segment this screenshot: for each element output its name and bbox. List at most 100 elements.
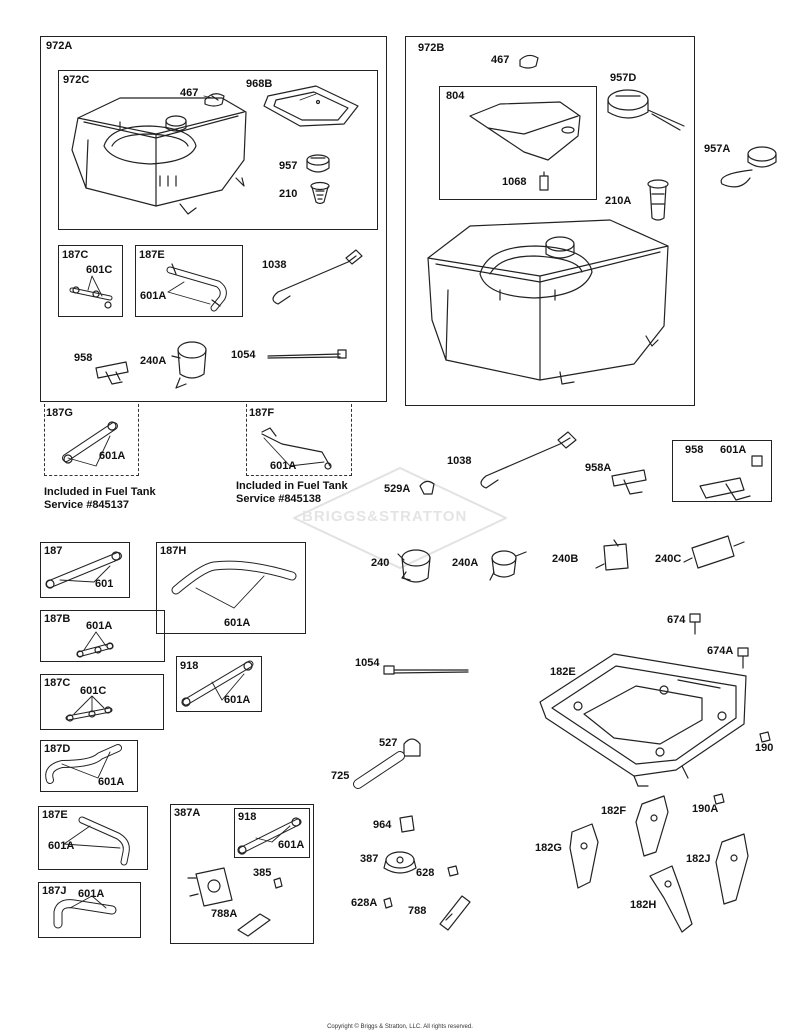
part-label-240b: 240B: [552, 553, 579, 565]
part-label-628: 628: [416, 867, 435, 879]
part-label-240a: 240A: [452, 557, 479, 569]
part-label-467b: 467: [491, 54, 510, 66]
group-label-187e-top: 187E: [139, 249, 165, 261]
group-box-972a: [40, 36, 387, 402]
part-label-240c: 240C: [655, 553, 682, 565]
group-label-187f: 187F: [249, 407, 275, 419]
line-187f-drawing: [262, 428, 331, 469]
group-box-918: [176, 656, 262, 712]
copyright-text: Copyright © Briggs & Stratton, LLC. All …: [327, 1024, 473, 1030]
group-label-187b: 187B: [44, 613, 71, 625]
line-187j-drawing: [58, 904, 112, 924]
group-box-187c: [40, 674, 164, 730]
line-187e-top-drawing: [170, 264, 223, 308]
bracket-182h-drawing: [650, 866, 692, 932]
note-line-1: Included in Fuel Tank: [44, 486, 156, 498]
group-label-958: 958: [685, 444, 704, 456]
rod-1038b-drawing: [481, 432, 576, 488]
group-box-187d: [40, 740, 138, 792]
bolt-674a-drawing: [738, 648, 748, 668]
line-187c-top-drawing: [72, 287, 111, 308]
part-label-601-187: 601: [95, 578, 114, 590]
group-label-387a: 387A: [174, 807, 201, 819]
part-label-788a: 788A: [211, 908, 238, 920]
group-label-918: 918: [180, 660, 199, 672]
group-box-187b: [40, 610, 165, 662]
part-label-674: 674: [667, 614, 686, 626]
valve-958a-drawing: [612, 470, 646, 494]
part-label-601a-958: 601A: [720, 444, 747, 456]
bolt-674-drawing: [690, 614, 700, 634]
part-label-958a: 958A: [585, 462, 612, 474]
part-label-968b: 968B: [246, 78, 273, 90]
note-line-2: Service #845137: [44, 499, 130, 511]
group-box-972b: [405, 36, 695, 406]
fuel-cap-467a-drawing: [205, 94, 224, 106]
part-label-601a-187h: 601A: [224, 617, 251, 629]
group-box-187e-top: [135, 245, 243, 317]
group-label-972a: 972A: [46, 40, 73, 52]
part-label-601c-top: 601C: [86, 264, 113, 276]
group-label-187g: 187G: [46, 407, 73, 419]
line-187b-drawing: [77, 643, 113, 657]
note-fuel-tank-845138: Included in Fuel Tank Service #845138: [236, 480, 348, 506]
group-box-187g: [44, 404, 139, 476]
bolt-190a-drawing: [714, 794, 724, 804]
group-box-387a: [170, 804, 314, 944]
part-label-240a-top: 240A: [140, 355, 167, 367]
part-label-527: 527: [379, 737, 398, 749]
bracket-788-drawing: [440, 896, 470, 930]
part-label-601a-918b: 601A: [278, 839, 305, 851]
filter-240c-drawing: [684, 536, 744, 568]
fuel-tank-972b-drawing: [428, 220, 668, 384]
part-label-182g: 182G: [535, 842, 562, 854]
part-label-674a: 674A: [707, 645, 734, 657]
part-label-788: 788: [408, 905, 427, 917]
part-label-240: 240: [371, 557, 390, 569]
group-box-918b: [234, 808, 310, 858]
part-label-725: 725: [331, 770, 350, 782]
bracket-182g-drawing: [570, 824, 598, 888]
part-label-601a-918: 601A: [224, 694, 251, 706]
rod-1038a-drawing: [273, 250, 362, 304]
valve-958-box-drawing: [700, 456, 762, 500]
group-label-187h: 187H: [160, 545, 187, 557]
group-box-972c: [58, 70, 378, 230]
note-fuel-tank-845137: Included in Fuel Tank Service #845137: [44, 486, 156, 512]
part-label-601a-187b: 601A: [86, 620, 113, 632]
part-label-957a: 957A: [704, 143, 731, 155]
gasket-968b-drawing: [264, 86, 358, 126]
part-label-190a: 190A: [692, 803, 719, 815]
group-box-187j: [38, 882, 141, 938]
filter-240a-drawing: [490, 551, 526, 580]
line-187c-drawing: [67, 707, 111, 721]
bracket-182f-drawing: [636, 796, 668, 856]
part-label-1054a: 1054: [231, 349, 256, 361]
group-box-804: [439, 86, 597, 200]
part-label-182h: 182H: [630, 899, 657, 911]
line-187-drawing: [46, 552, 120, 588]
part-label-601a-187f: 601A: [270, 460, 297, 472]
part-label-601a-187e: 601A: [48, 840, 75, 852]
part-label-957d: 957D: [610, 72, 637, 84]
group-label-187d: 187D: [44, 743, 71, 755]
group-label-187: 187: [44, 545, 63, 557]
line-187h-drawing: [176, 565, 292, 590]
fuel-tank-972c-drawing: [72, 98, 246, 214]
clamp-527-drawing: [404, 739, 420, 756]
strainer-210a-drawing: [648, 180, 668, 220]
part-label-601c-187c: 601C: [80, 685, 107, 697]
part-label-210: 210: [279, 188, 298, 200]
group-label-187c: 187C: [44, 677, 71, 689]
vent-1068-drawing: [540, 172, 548, 190]
group-label-972c: 972C: [63, 74, 90, 86]
cap-957a-drawing: [721, 147, 776, 187]
part-label-964: 964: [373, 819, 392, 831]
tank-cover-804-drawing: [470, 102, 580, 160]
group-box-187e: [38, 806, 148, 870]
cap-957-drawing: [307, 155, 329, 172]
tube-725-drawing: [358, 756, 400, 784]
part-label-601a-187d: 601A: [98, 776, 125, 788]
part-label-182j: 182J: [686, 853, 711, 865]
